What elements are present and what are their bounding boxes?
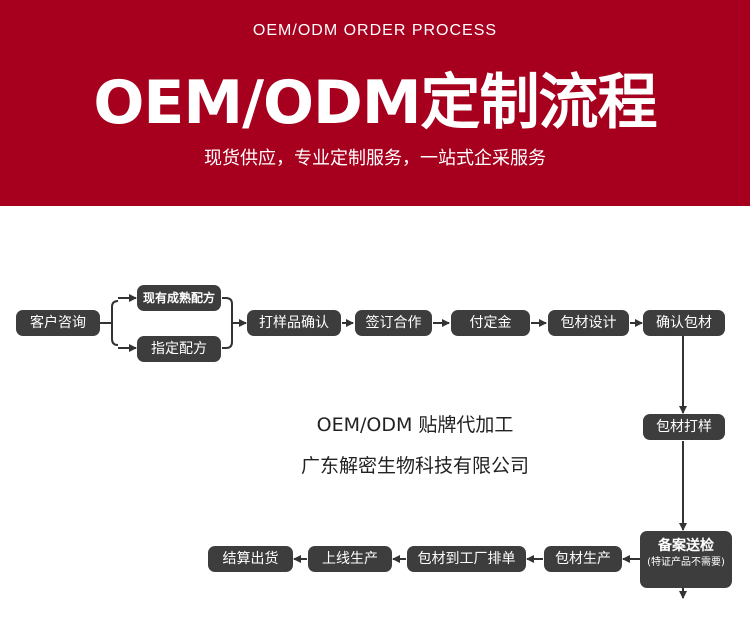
node-filing-inspection: 备案送检 (特证产品不需要): [640, 531, 732, 588]
filing-note: (特证产品不需要): [647, 557, 725, 568]
center-service-text: OEM/ODM 贴牌代加工: [316, 414, 514, 436]
connector-merge: [222, 297, 233, 349]
node-settle-ship: 结算出货: [208, 546, 293, 572]
node-confirm-package: 确认包材: [643, 310, 725, 336]
node-factory-schedule: 包材到工厂排单: [407, 546, 526, 572]
connector-split: [100, 300, 119, 346]
node-sign-contract: 签订合作: [355, 310, 432, 336]
node-specified-formula: 指定配方: [137, 336, 221, 362]
node-customer-consult: 客户咨询: [16, 310, 100, 336]
node-package-design: 包材设计: [548, 310, 629, 336]
filing-label: 备案送检: [658, 538, 714, 554]
node-package-production: 包材生产: [544, 546, 622, 572]
header-banner: OEM/ODM ORDER PROCESS OEM/ODM定制流程 现货供应，专…: [0, 0, 750, 206]
node-mature-formula: 现有成熟配方: [137, 285, 221, 311]
banner-tagline: 现货供应，专业定制服务，一站式企采服务: [204, 148, 546, 169]
center-company-name: 广东解密生物科技有限公司: [300, 455, 529, 477]
node-package-proof: 包材打样: [643, 414, 725, 440]
banner-title: OEM/ODM定制流程: [93, 68, 657, 138]
node-online-production: 上线生产: [308, 546, 392, 572]
node-sample-confirm: 打样品确认: [247, 310, 341, 336]
banner-subtitle-en: OEM/ODM ORDER PROCESS: [252, 22, 498, 39]
node-deposit: 付定金: [451, 310, 530, 336]
